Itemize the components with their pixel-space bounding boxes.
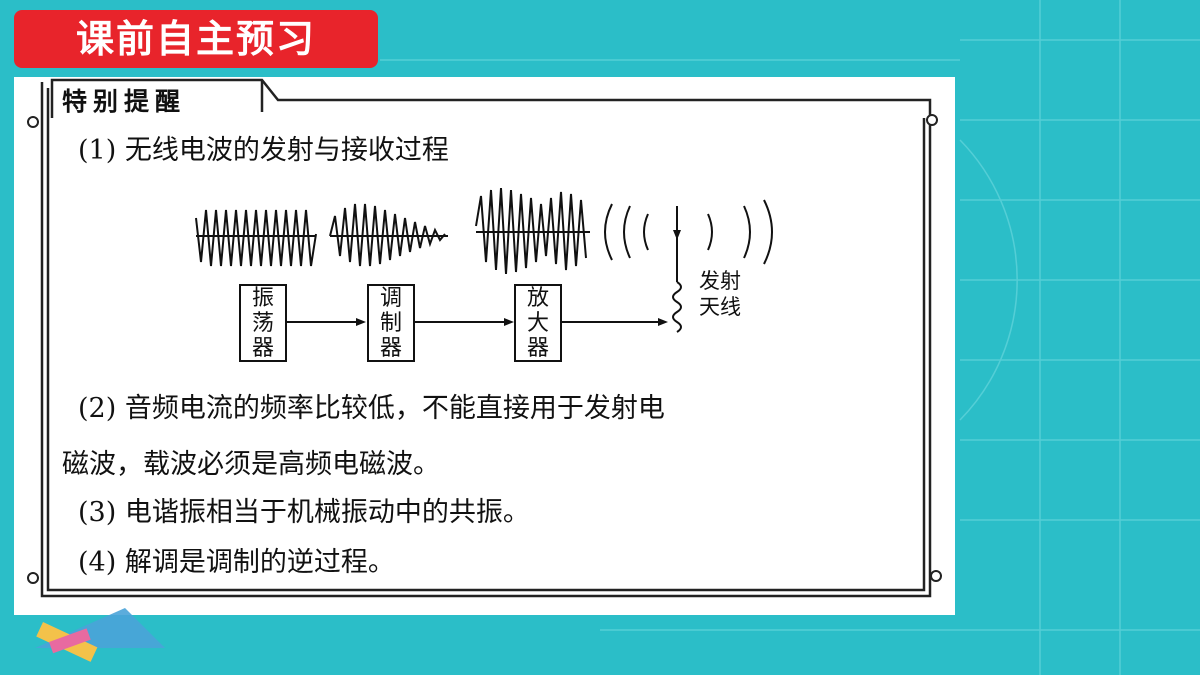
antenna-label-line: 发射 [699,269,741,293]
antenna-label-line: 天线 [699,295,741,319]
emission-arc [623,205,631,259]
box-char: 振 [251,285,274,311]
arrow-icon [658,318,668,326]
ruler-pencil-icon [35,608,165,662]
carrier-wave [195,209,317,267]
box-char: 器 [251,335,274,361]
arrow-icon [504,318,514,326]
box-char: 制 [379,310,402,336]
antenna-label: 发射 天线 [699,268,741,320]
item-3: (3) 电谐振相当于机械振动中的共振。 [78,497,530,528]
box-char: 荡 [251,310,274,336]
section-title: 课前自主预习 [14,10,378,68]
emission-arc [763,199,773,265]
content-panel [14,77,955,615]
item-4: (4) 解调是调制的逆过程。 [78,547,395,578]
antenna-coil [672,281,682,333]
emission-arc [604,203,613,261]
amplifier-box: 放 大 器 [514,284,562,362]
item-2-line-1: (2) 音频电流的频率比较低，不能直接用于发射电 [78,393,665,424]
modulator-box: 调 制 器 [367,284,415,362]
box-char: 大 [526,310,549,336]
box-char: 器 [526,335,549,361]
oscillator-box: 振 荡 器 [239,284,287,362]
box-char: 放 [526,285,549,311]
tip-label: 特别提醒 [62,87,187,116]
arrow-icon [673,230,681,240]
item-1: (1) 无线电波的发射与接收过程 [78,135,449,166]
arrow-icon [356,318,366,326]
box-char: 调 [379,285,402,311]
emission-arc [743,205,751,259]
item-2-line-2: 磁波，载波必须是高频电磁波。 [62,449,440,480]
amplified-wave [475,187,587,275]
emission-arc [707,213,713,251]
emission-arc [643,213,649,251]
box-char: 器 [379,335,402,361]
